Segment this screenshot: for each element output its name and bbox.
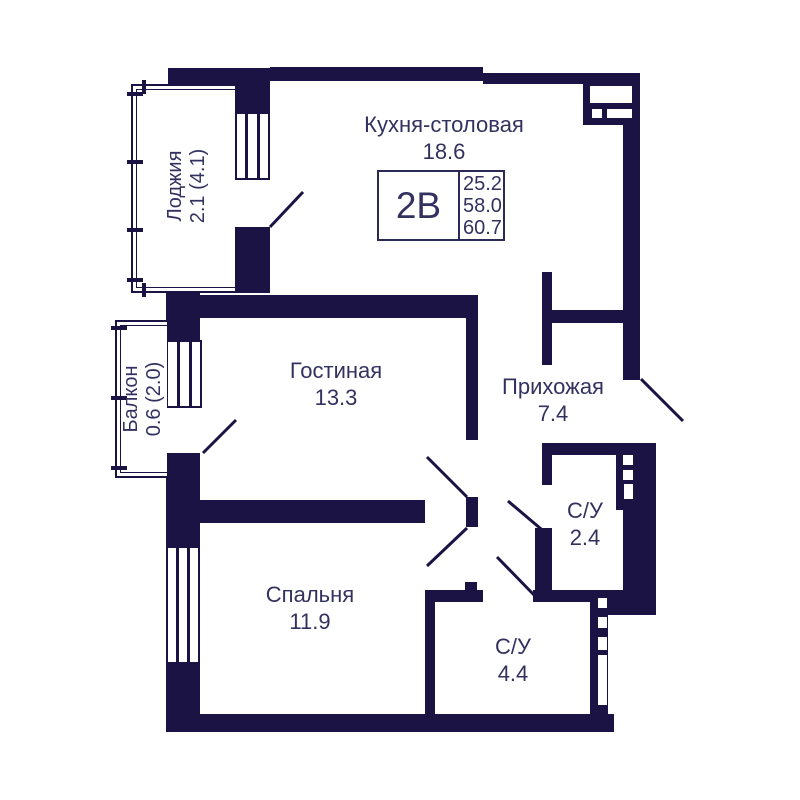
room-name: Гостиная	[289, 358, 383, 383]
window-living-balcony	[166, 340, 202, 408]
door-swing-bedroom	[425, 526, 469, 568]
room-label-living: Гостиная 13.3	[290, 357, 382, 411]
room-label-kitchen: Кухня-столовая 18.6	[364, 111, 524, 165]
vent-opening	[607, 109, 632, 118]
wall-top-right	[483, 73, 588, 84]
vent-opening	[623, 470, 633, 480]
railing-tick	[111, 396, 127, 400]
wall-hall-connector	[552, 310, 623, 323]
vent-opening	[592, 109, 602, 118]
wall-wc4-notch	[465, 582, 477, 590]
wall-wc4-top-left	[425, 590, 483, 602]
vent-opening	[598, 655, 607, 705]
room-label-bedroom: Спальня 11.9	[266, 581, 354, 635]
railing-tick	[142, 80, 146, 94]
door-swing-balcony	[201, 418, 238, 455]
room-area: 4.4	[497, 661, 529, 686]
window-kitchen-loggia	[235, 112, 270, 180]
room-name: С/У	[495, 634, 531, 659]
room-label-wc-large: С/У 4.4	[495, 633, 531, 687]
railing-tick	[127, 160, 143, 164]
wall-kitchen-living	[200, 295, 478, 318]
room-area: 18.6	[422, 139, 466, 164]
room-label-balcony: Балкон 0.6 (2.0)	[120, 362, 166, 436]
vent-opening	[623, 455, 633, 465]
wall-kitchen-left-block	[235, 227, 270, 263]
unit-type-label: 2В	[379, 172, 460, 239]
door-swing-entrance	[639, 377, 685, 423]
unit-area-living: 25.2	[463, 172, 502, 195]
unit-area-total: 60.7	[463, 216, 502, 239]
room-area: 0.6 (2.0)	[143, 361, 165, 437]
room-area: 2.1 (4.1)	[187, 148, 209, 224]
wall-living-right	[466, 318, 478, 440]
wall-bottom	[166, 714, 614, 732]
room-label-loggia: Лоджия 2.1 (4.1)	[164, 149, 210, 223]
railing-tick	[127, 278, 143, 282]
room-area: 2.4	[569, 525, 601, 550]
wall-left-seg3	[166, 662, 200, 715]
vent-opening	[598, 637, 607, 650]
railing-tick	[127, 228, 143, 232]
door-swing-wc-small	[507, 499, 548, 536]
wall-bedroom-wc-divider	[425, 590, 435, 715]
wall-hall-stub	[542, 272, 552, 365]
wall-left-seg1	[166, 290, 200, 342]
wall-right-outer-lower	[640, 443, 656, 615]
room-area: 7.4	[537, 401, 569, 426]
room-name: С/У	[567, 498, 603, 523]
vent-opening	[598, 598, 607, 608]
vent-opening	[624, 484, 633, 499]
window-bedroom	[166, 546, 200, 664]
room-area: 13.3	[314, 385, 358, 410]
unit-info-box: 2В 25.2 58.0 60.7	[377, 170, 505, 241]
room-name: Спальня	[265, 582, 355, 607]
wall-bedroom-top	[200, 500, 425, 523]
room-label-hallway: Прихожая 7.4	[502, 373, 604, 427]
door-swing-loggia	[268, 190, 305, 229]
vent-opening	[590, 86, 632, 103]
railing-tick	[111, 466, 127, 470]
wall-wc2-left-lower	[535, 528, 552, 600]
loggia-railing	[131, 84, 235, 293]
wall-below-shaft	[623, 510, 640, 590]
room-name: Балкон	[120, 365, 142, 433]
wall-kitchen-left-top	[235, 100, 270, 114]
wall-right-outer-upper	[623, 125, 640, 380]
wall-wc2-top	[542, 443, 640, 455]
unit-area-usable: 58.0	[463, 194, 502, 217]
door-swing-wc-large	[495, 555, 538, 599]
wall-top-middle	[270, 67, 483, 81]
wall-center-post	[466, 497, 478, 527]
room-name: Лоджия	[164, 150, 186, 222]
room-area: 11.9	[289, 609, 331, 634]
room-name: Прихожая	[502, 374, 604, 399]
room-name: Кухня-столовая	[364, 112, 524, 137]
door-swing-living	[425, 455, 469, 499]
wall-wc2-bottom	[533, 590, 590, 602]
room-label-wc-small: С/У 2.4	[567, 497, 603, 551]
vent-opening	[598, 617, 607, 628]
wall-left-seg2	[166, 453, 200, 548]
wall-wc2-left-upper	[542, 443, 552, 485]
railing-tick	[142, 283, 146, 297]
unit-areas: 25.2 58.0 60.7	[460, 172, 503, 239]
railing-tick	[127, 92, 143, 96]
railing-tick	[111, 326, 127, 330]
loggia-railing-inner	[136, 89, 235, 288]
